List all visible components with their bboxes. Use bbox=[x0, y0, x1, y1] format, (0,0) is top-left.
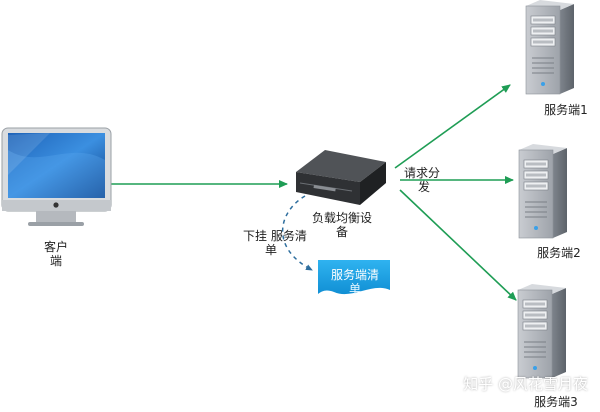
client-label: 客户 端 bbox=[43, 240, 68, 268]
balancer-to-list-dashed-arrow bbox=[282, 195, 313, 271]
server1-label: 服务端1 bbox=[544, 103, 588, 117]
balancer-label: 负载均衡设 备 bbox=[311, 211, 372, 239]
server3-label: 服务端3 bbox=[534, 395, 578, 409]
server2-tower-icon bbox=[518, 144, 567, 239]
balancer-to-server1-arrow bbox=[394, 84, 511, 169]
server1-tower-icon bbox=[525, 0, 574, 95]
server2-label: 服务端2 bbox=[537, 246, 581, 260]
document-icon bbox=[318, 260, 390, 295]
watermark: 知乎 @风花雪月夜 bbox=[463, 375, 588, 393]
load-balancer-box-icon bbox=[296, 150, 386, 205]
imac-monitor-icon bbox=[1, 127, 112, 226]
server-list-document-label: 服务端清 单 bbox=[330, 268, 379, 296]
push-list-edge-label: 下挂 服务清 单 bbox=[243, 229, 307, 257]
balancer-to-server3-arrow bbox=[399, 189, 517, 301]
server3-tower-icon bbox=[517, 284, 566, 379]
dispatch-edge-label: 请求分 发 bbox=[404, 166, 441, 194]
